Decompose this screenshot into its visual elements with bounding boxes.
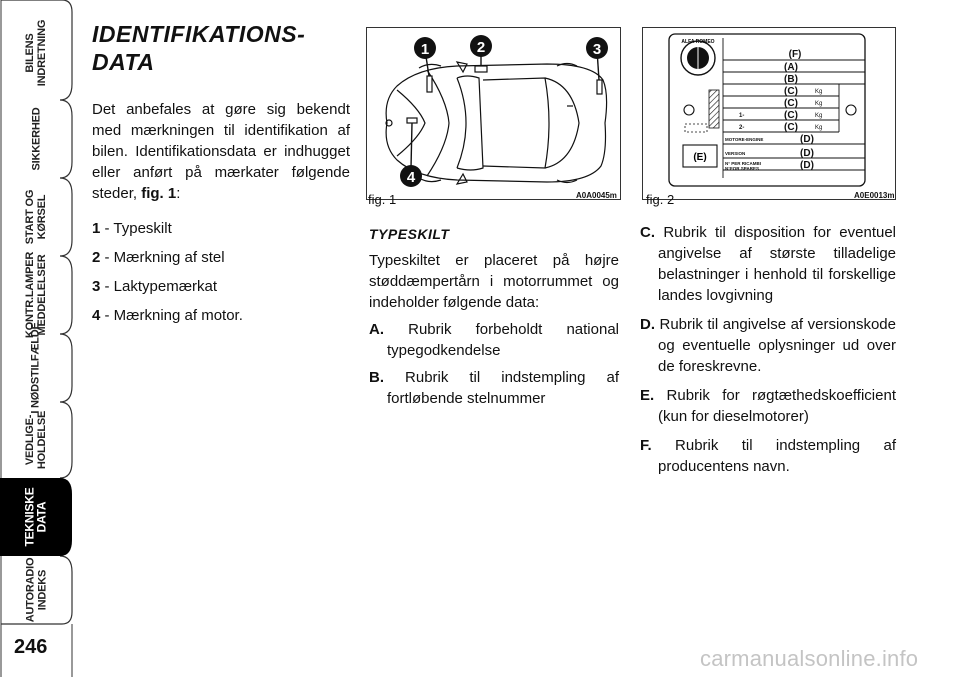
location-list: 1 - Typeskilt 2 - Mærkning af stel 3 - L…	[92, 214, 350, 330]
svg-text:Kg: Kg	[815, 89, 822, 95]
tab-autoradio-indeks[interactable]: AUTORADIO INDEKS	[23, 557, 48, 623]
list-item: 1 - Typeskilt	[92, 220, 172, 237]
svg-text:(C): (C)	[784, 98, 798, 109]
section-heading: TYPESKILT	[369, 226, 450, 242]
tab-start-og-korsel[interactable]: START OG KØRSEL	[23, 189, 48, 245]
svg-text:(C): (C)	[784, 110, 798, 121]
figure-1-car-diagram: 1 2 3 4	[366, 27, 621, 200]
definition-item-a: A. Rubrik forbeholdt national typegodken…	[369, 321, 619, 359]
svg-text:(C): (C)	[784, 86, 798, 97]
callout-marker-4	[400, 165, 422, 187]
figure-1-code: A0A0045m	[576, 191, 617, 200]
svg-text:VERSION: VERSION	[725, 151, 745, 156]
definition-item-f: F. Rubrik til indstempling af producente…	[640, 437, 896, 475]
list-item: 4 - Mærkning af motor.	[92, 307, 243, 324]
alfa-romeo-logo: ALFA ROMEO	[680, 39, 716, 76]
definition-item-c: C. Rubrik til disposition for eventuel a…	[640, 224, 896, 304]
tab-tekniske-data[interactable]: TEKNISKE DATA	[22, 487, 49, 547]
figure-2-code: A0E0013m	[854, 191, 895, 200]
tab-i-nodstilfaelde[interactable]: I NØDSTILFÆLDE	[30, 322, 42, 414]
list-item: 3 - Laktypemærkat	[92, 278, 218, 295]
tab-vedligeholdelse[interactable]: VEDLIGE- HOLDELSE	[23, 410, 48, 470]
svg-text:1: 1	[421, 41, 429, 58]
typeskilt-section: TYPESKILT Typeskiltet er placeret på høj…	[369, 226, 619, 409]
definition-item-d: D. Rubrik til angivelse af versionskode …	[640, 316, 896, 375]
svg-text:N°FOR SPARES: N°FOR SPARES	[725, 166, 759, 171]
typeskilt-description: Typeskiltet er placeret på højre støddæm…	[369, 252, 619, 311]
callout-markers: 1 2 3 4	[400, 35, 608, 187]
identification-section: IDENTIFIKATIONS- DATA Det anbefales at g…	[92, 20, 350, 330]
tab-outline	[0, 0, 73, 677]
figure-2-label: fig. 2	[646, 192, 675, 207]
intro-paragraph: Det anbefales at gøre sig bekendt med mæ…	[92, 101, 350, 202]
chapter-sidebar: BILENS INDRETNING SIKKERHED START OG KØR…	[0, 0, 74, 677]
figure-1-label: fig. 1	[368, 192, 397, 207]
svg-text:Kg: Kg	[815, 113, 822, 119]
tab-sikkerhed[interactable]: SIKKERHED	[30, 107, 42, 171]
list-item: 2 - Mærkning af stel	[92, 249, 225, 266]
svg-text:2-: 2-	[739, 125, 744, 131]
svg-text:ALFA ROMEO: ALFA ROMEO	[681, 39, 714, 45]
svg-text:(E): (E)	[693, 152, 706, 163]
definition-item-e: E. Rubrik for røgtæthedskoefficient (kun…	[640, 387, 896, 425]
watermark: carmanualsonline.info	[700, 646, 919, 671]
svg-text:(D): (D)	[800, 148, 814, 159]
callout-marker-1	[414, 37, 436, 59]
figure-reference: fig. 1	[141, 185, 177, 202]
svg-text:(F): (F)	[789, 49, 802, 60]
svg-text:N° PER RICAMBI: N° PER RICAMBI	[725, 161, 761, 166]
svg-text:MOTORE-ENGINE: MOTORE-ENGINE	[725, 137, 763, 142]
car-top-view-illustration: 1 2 3 4	[385, 35, 608, 187]
typeskilt-continued: C. Rubrik til disposition for eventuel a…	[640, 222, 896, 485]
type-plate-illustration: ALFA ROMEO (E)	[668, 33, 866, 187]
svg-text:(D): (D)	[800, 160, 814, 171]
svg-text:(A): (A)	[784, 62, 798, 73]
svg-text:(B): (B)	[784, 74, 798, 85]
callout-marker-2	[470, 35, 492, 57]
definition-item-b: B. Rubrik til indstempling af fortløbend…	[369, 369, 619, 407]
svg-text:(C): (C)	[784, 122, 798, 133]
svg-text:(D): (D)	[800, 134, 814, 145]
svg-text:4: 4	[407, 169, 416, 186]
svg-text:Kg: Kg	[815, 101, 822, 107]
svg-text:1-: 1-	[739, 113, 744, 119]
page-title: IDENTIFIKATIONS- DATA	[92, 21, 306, 75]
tab-bilens-indretning[interactable]: BILENS INDRETNING	[23, 19, 48, 87]
callout-marker-3	[586, 37, 608, 59]
figure-2-type-plate: ALFA ROMEO (E)	[642, 27, 896, 200]
svg-text:Kg: Kg	[815, 125, 822, 131]
svg-text:2: 2	[477, 39, 485, 56]
page-number: 246	[14, 636, 48, 658]
svg-text:3: 3	[593, 41, 601, 58]
